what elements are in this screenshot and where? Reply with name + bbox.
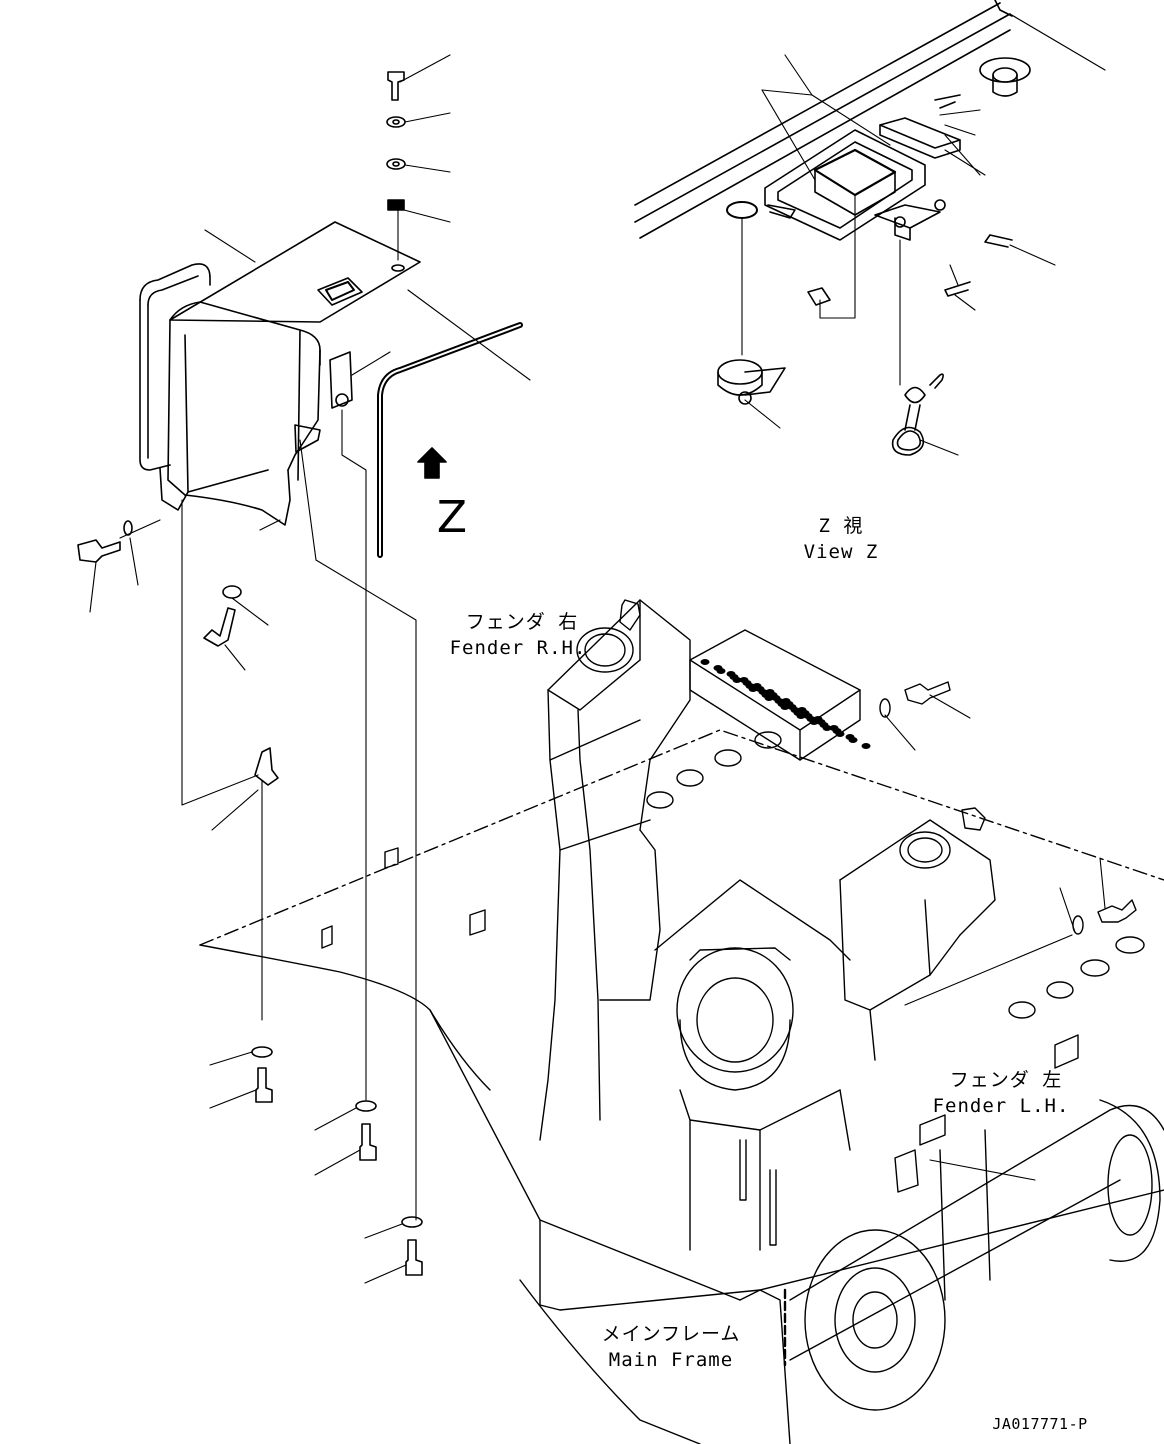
step-plate-hole	[739, 677, 749, 683]
step-plate-hole	[861, 743, 871, 749]
step-plate-hole	[813, 716, 823, 722]
fender-rh-label-en: Fender R.H.	[449, 637, 587, 659]
step-plate-hole	[765, 689, 775, 695]
view-z-detail	[634, 0, 1106, 456]
view-arrow-letter: Z	[436, 492, 468, 543]
step-plate-hole	[726, 671, 736, 677]
step-plate-hole	[781, 698, 791, 704]
step-plate-hole	[752, 683, 762, 689]
view-z-label-jp: Z 視	[818, 515, 864, 537]
view-z-label-en: View Z	[803, 541, 879, 563]
step-plate-hole	[829, 725, 839, 731]
main-frame	[199, 599, 1164, 1444]
fender-lh-label-jp: フェンダ 左	[949, 1069, 1063, 1091]
step-plate-hole	[797, 707, 807, 713]
main-frame-label-jp: メインフレーム	[601, 1323, 741, 1345]
fender-rh-exploded	[77, 54, 531, 1284]
drawing-code: JA017771-P	[992, 1415, 1088, 1433]
fender-lh-label-en: Fender L.H.	[932, 1095, 1070, 1117]
step-plate-hole	[700, 659, 710, 665]
step-plate-hole	[845, 734, 855, 740]
fender-rh-label-jp: フェンダ 右	[465, 611, 579, 633]
step-plate-holes	[700, 659, 871, 749]
main-frame-label-en: Main Frame	[608, 1349, 734, 1371]
step-plate-hole	[713, 665, 723, 671]
